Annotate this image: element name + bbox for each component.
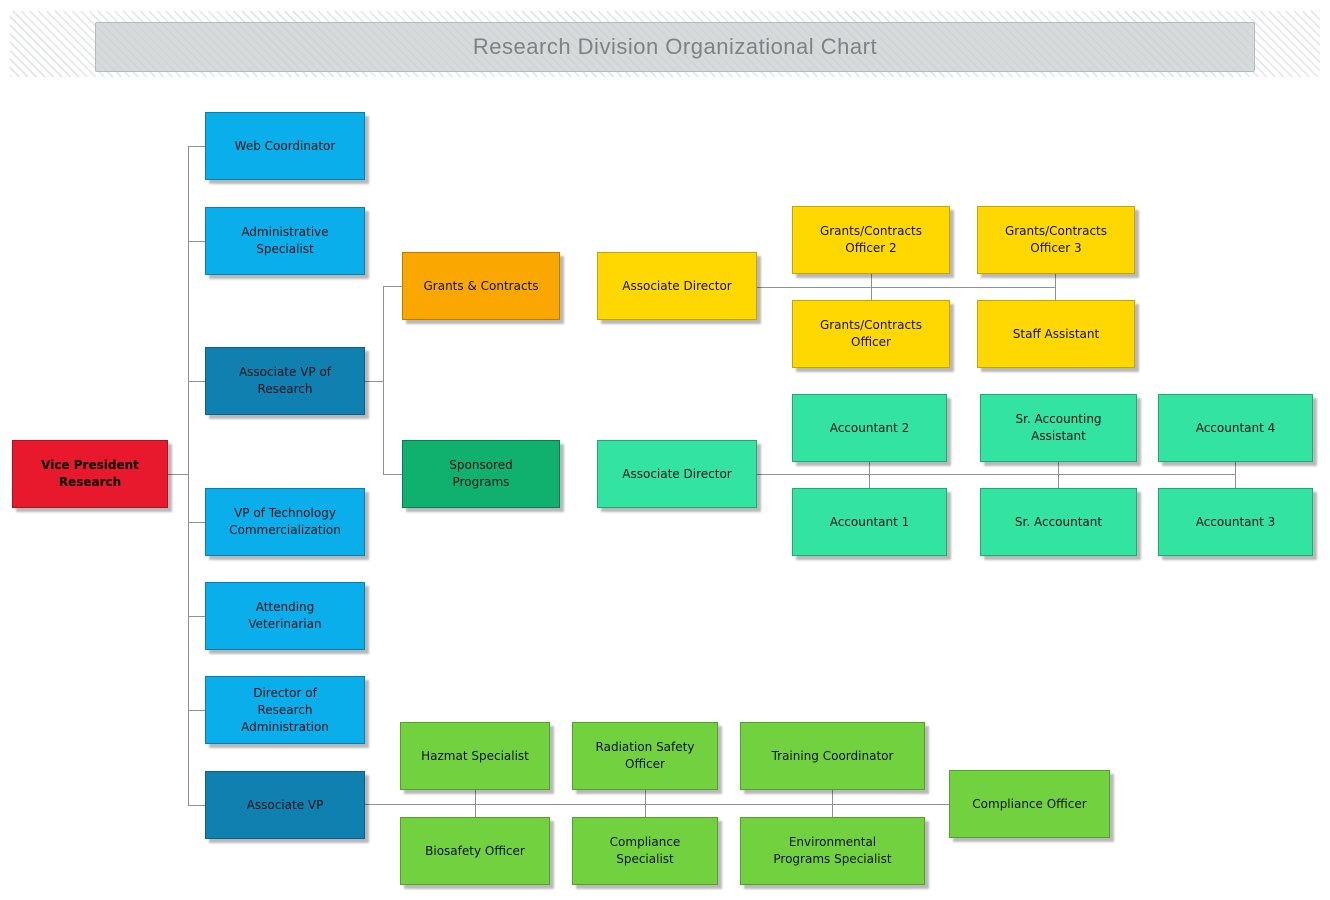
node-label: Accountant 1 bbox=[829, 514, 910, 529]
node-associate-vp[interactable]: Associate VP bbox=[205, 771, 365, 839]
node-accountant-2[interactable]: Accountant 2 bbox=[792, 394, 947, 462]
node-grants-contracts[interactable]: Grants & Contracts bbox=[402, 252, 560, 320]
node-label: Director of Research Administration bbox=[241, 685, 329, 734]
node-compliance-officer[interactable]: Compliance Officer bbox=[949, 770, 1110, 838]
node-administrative-specialist[interactable]: Administrative Specialist bbox=[205, 207, 365, 275]
connector-line bbox=[365, 804, 949, 805]
node-label: Accountant 3 bbox=[1195, 514, 1276, 529]
node-accountant-1[interactable]: Accountant 1 bbox=[792, 488, 947, 556]
connector-line bbox=[383, 286, 384, 474]
node-label: Training Coordinator bbox=[771, 748, 894, 763]
node-vp-of-technology-commercialization[interactable]: VP of Technology Commercialization bbox=[205, 488, 365, 556]
node-label: Web Coordinator bbox=[234, 138, 336, 153]
node-training-coordinator[interactable]: Training Coordinator bbox=[740, 722, 925, 790]
connector-line bbox=[832, 790, 833, 817]
node-director-of-research-administration[interactable]: Director of Research Administration bbox=[205, 676, 365, 744]
connector-line bbox=[188, 522, 205, 523]
node-label: Environmental Programs Specialist bbox=[773, 835, 892, 866]
connector-line bbox=[1058, 462, 1059, 488]
connector-line bbox=[645, 790, 646, 817]
node-label: Administrative Specialist bbox=[241, 225, 329, 256]
node-grants-contracts-officer-2[interactable]: Grants/Contracts Officer 2 bbox=[792, 206, 950, 274]
node-label: Grants/Contracts Officer 2 bbox=[819, 224, 923, 255]
node-vice-president-research[interactable]: Vice President Research bbox=[12, 440, 168, 508]
node-label: Staff Assistant bbox=[1012, 326, 1100, 341]
connector-line bbox=[383, 474, 402, 475]
node-grants-contracts-officer-3[interactable]: Grants/Contracts Officer 3 bbox=[977, 206, 1135, 274]
node-sr-accountant[interactable]: Sr. Accountant bbox=[980, 488, 1137, 556]
node-label: Biosafety Officer bbox=[425, 843, 525, 858]
node-label: Grants & Contracts bbox=[423, 278, 539, 293]
connector-line bbox=[188, 616, 205, 617]
node-label: Hazmat Specialist bbox=[421, 748, 529, 763]
node-label: Vice President Research bbox=[41, 458, 139, 489]
node-label: Grants/Contracts Officer 3 bbox=[1004, 224, 1108, 255]
node-label: Grants/Contracts Officer bbox=[819, 318, 923, 349]
connector-line bbox=[188, 146, 189, 805]
chart-title-bar: Research Division Organizational Chart bbox=[95, 22, 1255, 72]
connector-line bbox=[757, 474, 1236, 475]
connector-line bbox=[757, 287, 1056, 288]
connector-line bbox=[188, 381, 205, 382]
node-associate-director-sponsored[interactable]: Associate Director bbox=[597, 440, 757, 508]
connector-line bbox=[475, 790, 476, 817]
node-label: Attending Veterinarian bbox=[248, 600, 322, 631]
connector-line bbox=[383, 286, 402, 287]
node-staff-assistant[interactable]: Staff Assistant bbox=[977, 300, 1135, 368]
node-label: Compliance Officer bbox=[972, 796, 1087, 811]
node-associate-director-grants[interactable]: Associate Director bbox=[597, 252, 757, 320]
node-grants-contracts-officer[interactable]: Grants/Contracts Officer bbox=[792, 300, 950, 368]
node-radiation-safety-officer[interactable]: Radiation Safety Officer bbox=[572, 722, 718, 790]
node-label: VP of Technology Commercialization bbox=[229, 506, 341, 537]
node-biosafety-officer[interactable]: Biosafety Officer bbox=[400, 817, 550, 885]
connector-line bbox=[365, 381, 383, 382]
connector-line bbox=[188, 710, 205, 711]
chart-title: Research Division Organizational Chart bbox=[472, 34, 878, 59]
connector-line bbox=[869, 462, 870, 488]
node-label: Sr. Accountant bbox=[1014, 514, 1103, 529]
node-label: Radiation Safety Officer bbox=[595, 740, 695, 771]
node-web-coordinator[interactable]: Web Coordinator bbox=[205, 112, 365, 180]
node-accountant-3[interactable]: Accountant 3 bbox=[1158, 488, 1313, 556]
node-attending-veterinarian[interactable]: Attending Veterinarian bbox=[205, 582, 365, 650]
connector-line bbox=[168, 474, 188, 475]
node-label: Associate VP bbox=[246, 797, 324, 812]
node-label: Associate Director bbox=[622, 278, 732, 293]
node-label: Associate VP of Research bbox=[238, 365, 332, 396]
node-label: Accountant 4 bbox=[1195, 420, 1276, 435]
node-label: Compliance Specialist bbox=[609, 835, 681, 866]
node-label: Sponsored Programs bbox=[449, 458, 513, 489]
node-environmental-programs-specialist[interactable]: Environmental Programs Specialist bbox=[740, 817, 925, 885]
node-label: Accountant 2 bbox=[829, 420, 910, 435]
connector-line bbox=[871, 274, 872, 300]
node-accountant-4[interactable]: Accountant 4 bbox=[1158, 394, 1313, 462]
connector-line bbox=[188, 241, 205, 242]
node-associate-vp-of-research[interactable]: Associate VP of Research bbox=[205, 347, 365, 415]
node-hazmat-specialist[interactable]: Hazmat Specialist bbox=[400, 722, 550, 790]
node-label: Associate Director bbox=[622, 466, 732, 481]
connector-line bbox=[188, 805, 205, 806]
node-label: Sr. Accounting Assistant bbox=[1015, 412, 1102, 443]
connector-line bbox=[188, 146, 205, 147]
node-sponsored-programs[interactable]: Sponsored Programs bbox=[402, 440, 560, 508]
node-sr-accounting-assistant[interactable]: Sr. Accounting Assistant bbox=[980, 394, 1137, 462]
connector-line bbox=[1235, 462, 1236, 488]
connector-line bbox=[1055, 274, 1056, 300]
node-compliance-specialist[interactable]: Compliance Specialist bbox=[572, 817, 718, 885]
